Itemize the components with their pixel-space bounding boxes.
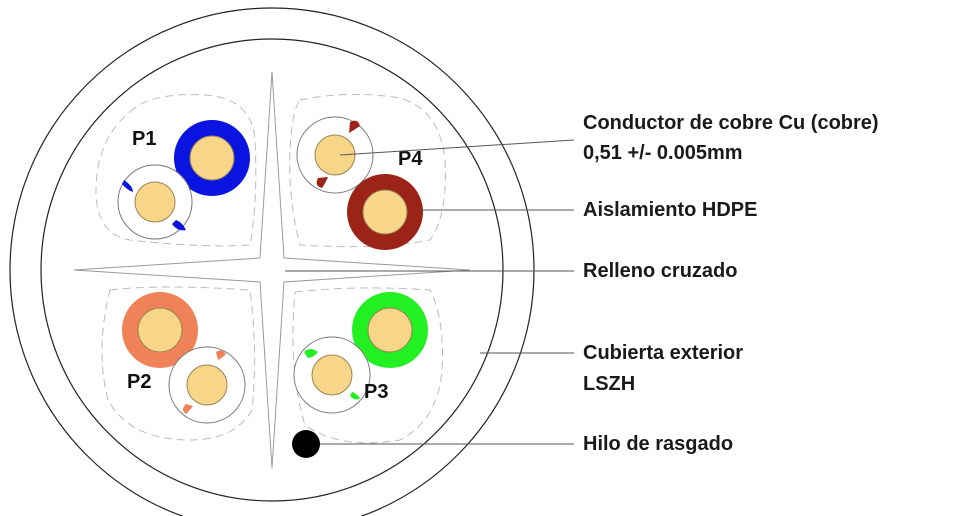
conductor-callout: Conductor de cobre Cu (cobre) 0,51 +/- 0… [583, 110, 879, 166]
rip-cord [292, 430, 320, 458]
pair-label-p1: P1 [132, 128, 156, 150]
pair-p3: P3 [293, 292, 428, 414]
p2-stripe-conductor [186, 364, 228, 406]
p1-solid-conductor [189, 135, 235, 181]
p3-stripe-conductor [311, 354, 353, 396]
jacket-label-line1: Cubierta exterior [583, 342, 744, 364]
pair-label-p2: P2 [127, 371, 151, 393]
p4-stripe-mark [316, 177, 328, 188]
p4-solid-conductor [362, 189, 408, 235]
p1-stripe-mark [172, 220, 186, 231]
p2-stripe-mark [183, 404, 193, 414]
pair-p4: P4 [296, 116, 423, 250]
insulation-label: Aislamiento HDPE [583, 199, 758, 221]
jacket-label-line2: LSZH [583, 373, 636, 395]
jacket-callout: Cubierta exterior LSZH [583, 340, 743, 397]
ripcord-label: Hilo de rasgado [583, 433, 734, 455]
quadrant-outlines [95, 93, 446, 444]
p2-stripe-mark [216, 350, 226, 360]
cross-filler [73, 71, 471, 469]
filler-label: Relleno cruzado [583, 260, 738, 282]
p4-stripe-conductor [314, 134, 356, 176]
pair-p2: P2 [122, 292, 246, 424]
conductor-label-line1: Conductor de cobre Cu (cobre) [583, 112, 879, 134]
leader-lines [285, 139, 575, 445]
p1-stripe-mark [122, 180, 133, 192]
p3-stripe-mark [350, 392, 360, 400]
pair-p1: P1 [117, 120, 250, 240]
p3-solid-conductor [367, 307, 413, 353]
conductor-label-line2: 0,51 +/- 0.005mm [583, 142, 743, 164]
p1-stripe-conductor [134, 181, 176, 223]
pair-label-p3: P3 [364, 381, 388, 403]
p4-stripe-mark [349, 120, 360, 133]
pair-label-p4: P4 [398, 148, 423, 170]
p2-solid-conductor [137, 307, 183, 353]
p3-stripe-mark [304, 349, 318, 358]
